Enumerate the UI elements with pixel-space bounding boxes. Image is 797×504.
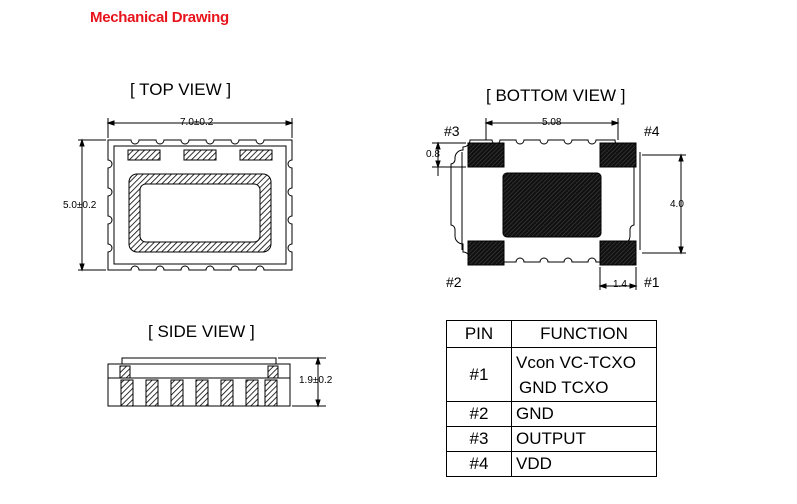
bottom-row-spacing-dim: 4.0	[670, 199, 684, 210]
side-height-dim: 1.9±0.2	[299, 375, 333, 386]
bottom-view	[432, 118, 686, 290]
function-line: GND TCXO	[519, 377, 609, 397]
pin-header: PIN	[446, 320, 512, 348]
top-height-dim: 5.0±0.2	[63, 200, 97, 211]
pin3-label: #3	[444, 123, 460, 139]
pin-cell: #4	[446, 451, 512, 477]
table-header-row: PIN FUNCTION	[446, 320, 657, 348]
bottom-pad-width-dim: 1.4	[612, 279, 628, 290]
function-header: FUNCTION	[511, 320, 657, 348]
side-upper-body	[107, 363, 291, 379]
center-pad	[502, 172, 602, 238]
function-line: Vcon VC-TCXO	[516, 352, 636, 372]
pin4-label: #4	[644, 123, 660, 139]
top-view-label: [ TOP VIEW ]	[130, 80, 232, 99]
pad-4	[599, 142, 637, 168]
bottom-view-label: [ BOTTOM VIEW ]	[486, 86, 626, 105]
side-view-label: [ SIDE VIEW ]	[148, 322, 255, 341]
pin-function-table: PIN FUNCTION #1 Vcon VC-TCXO GND TCXO #2…	[446, 320, 657, 477]
pad-3	[467, 142, 505, 168]
top-mark-left	[127, 149, 161, 161]
pin-cell: #2	[446, 401, 512, 427]
top-view-body-outline	[107, 139, 293, 271]
pin-cell: #3	[446, 426, 512, 452]
side-view	[107, 356, 326, 408]
top-mark-right	[239, 149, 273, 161]
bottom-pad-height-dim: 0.8	[426, 149, 440, 160]
pin-cell: #1	[446, 347, 512, 402]
pad-1	[599, 240, 637, 266]
table-row: #4 VDD	[446, 451, 657, 477]
top-view-inner-outline	[113, 145, 287, 265]
side-lid	[121, 357, 277, 365]
top-view	[78, 118, 294, 272]
pad-2	[467, 240, 505, 266]
table-row: #1 Vcon VC-TCXO GND TCXO	[446, 347, 657, 402]
function-cell: OUTPUT	[511, 426, 657, 452]
function-cell: GND	[511, 401, 657, 427]
table-row: #3 OUTPUT	[446, 426, 657, 452]
table-row: #2 GND	[446, 401, 657, 427]
drawing-title: Mechanical Drawing	[90, 9, 229, 26]
pin1-label: #1	[644, 274, 660, 290]
top-lid-inner	[139, 183, 261, 243]
pin2-label: #2	[446, 274, 462, 290]
top-mark-center	[183, 149, 217, 161]
function-cell: Vcon VC-TCXO GND TCXO	[511, 347, 657, 402]
function-cell: VDD	[511, 451, 657, 477]
